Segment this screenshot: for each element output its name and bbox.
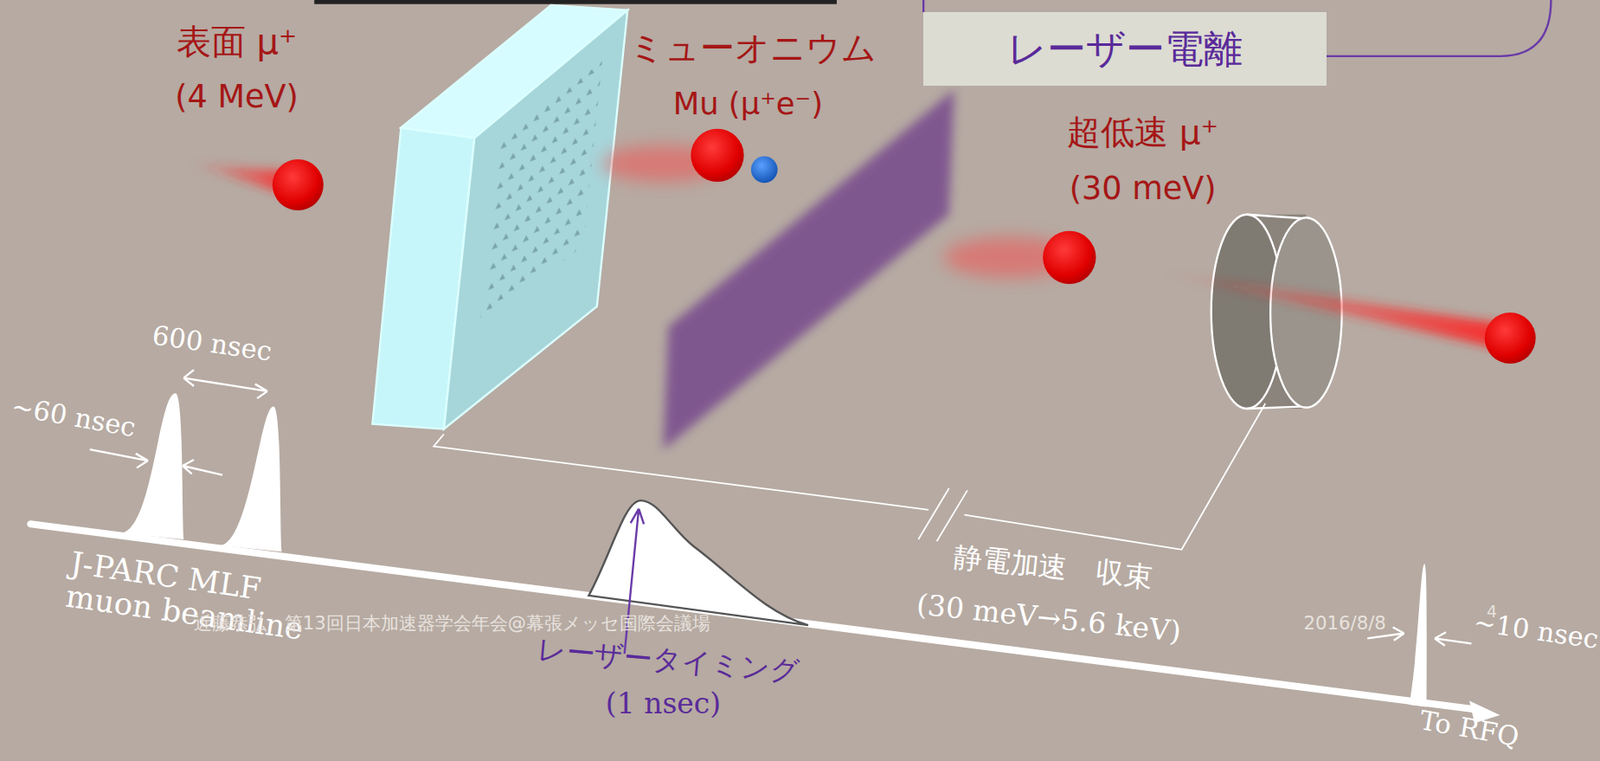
laser-ionization-box: レーザー電離: [923, 12, 1327, 86]
laser-timing-label: (1 nsec): [605, 687, 721, 720]
particle-label: 超低速 μ⁺: [1066, 114, 1219, 152]
beamline-label: J-PARC MLF muon beamline: [64, 546, 336, 650]
particle-label: ミューオニウム: [629, 28, 877, 67]
laser-timing-label: レーザータイミング: [535, 633, 801, 688]
footer-date: 2016/8/8: [1304, 612, 1387, 633]
timing-label: 600 nsec: [150, 320, 274, 367]
timing-label: ~10 nsec: [1471, 607, 1600, 655]
energy-label: (30 meV→5.6 keV): [915, 588, 1183, 648]
energy-label: (30 meV): [1069, 171, 1217, 206]
particle-label: 表面 μ⁺: [176, 22, 297, 61]
energy-label: (4 MeV): [174, 79, 298, 115]
footer-text: 近藤恭弘 第13回日本加速器学会年会@幕張メッセ国際会議場: [193, 612, 711, 633]
box-title: レーザー電離: [1007, 23, 1243, 76]
output-label: To RFQ: [1417, 706, 1522, 752]
process-label: 静電加速 収束: [951, 540, 1155, 593]
particle-label: Mu (μ⁺e⁻): [673, 87, 823, 122]
timing-label: ~60 nsec: [8, 391, 138, 442]
